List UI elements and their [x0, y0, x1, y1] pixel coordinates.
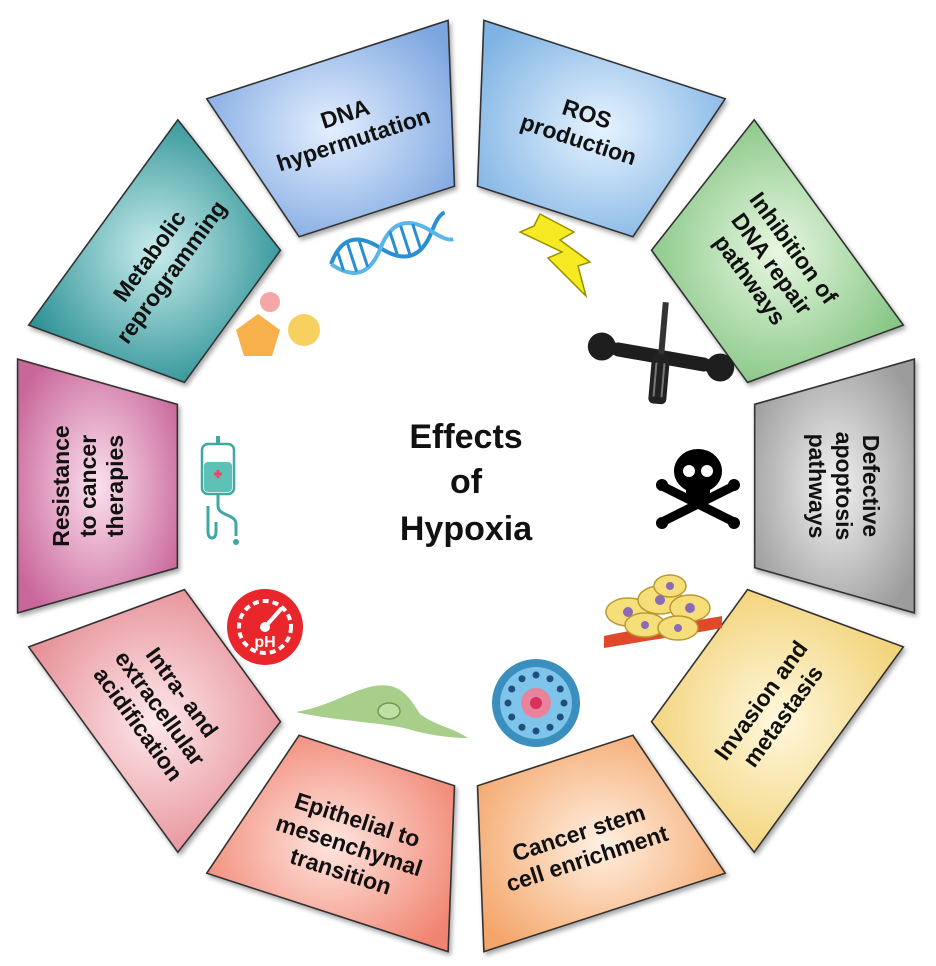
- mesenchymal-cell-icon: [296, 685, 468, 738]
- wrench-screwdriver-icon: [587, 301, 735, 405]
- cell-cluster-icon: [604, 574, 722, 648]
- center-title-line3: Hypoxia: [400, 510, 533, 548]
- segment-shape-resistance-therapies: [16, 358, 179, 614]
- iv-bag-icon: [200, 436, 239, 545]
- segment-label-line: Defective: [858, 435, 884, 537]
- ph-gauge-icon: pH: [227, 589, 303, 665]
- segment-shape-invasion-metastasis: [650, 588, 905, 854]
- stem-cell-sphere-icon: [492, 659, 580, 747]
- segment-shape-dna-hypermutation: [205, 19, 456, 238]
- segment-shape-cancer-stem-cell: [476, 734, 727, 953]
- skull-crossbones-icon: [656, 449, 740, 529]
- segment-label-line: pathways: [804, 434, 830, 539]
- segment-shape-metabolic-reprogramming: [27, 118, 282, 384]
- segment-label-line: apoptosis: [831, 432, 857, 541]
- dna-helix-icon: [329, 210, 454, 275]
- metabolite-shapes-icon: [236, 292, 320, 356]
- segment-label-line: therapies: [102, 435, 128, 537]
- center-title-line1: Effects: [409, 418, 522, 456]
- lightning-icon: [518, 212, 592, 299]
- segment-shape-acidification: [27, 588, 282, 854]
- center-title: Effects of Hypoxia: [400, 418, 533, 548]
- ph-gauge-label: pH: [254, 634, 275, 651]
- segment-shape-ros-production: [476, 19, 727, 238]
- segment-shape-defective-apoptosis: [753, 358, 916, 614]
- segment-label-line: to cancer: [75, 435, 101, 537]
- center-title-line2: of: [450, 463, 483, 501]
- segment-shape-emt: [205, 734, 456, 953]
- segment-label-line: Resistance: [48, 425, 74, 546]
- segment-shape-inhibition-dna-repair: [650, 118, 905, 384]
